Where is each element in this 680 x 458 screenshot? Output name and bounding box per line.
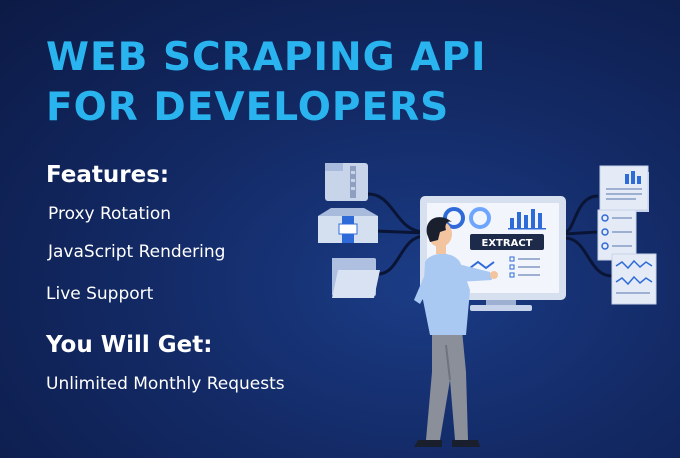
report-document-icon — [599, 165, 649, 212]
benefit-unlimited-requests: Unlimited Monthly Requests — [46, 374, 285, 394]
folder-icon — [332, 258, 380, 298]
feature-javascript-rendering: JavaScript Rendering — [48, 242, 226, 262]
feature-live-support: Live Support — [46, 284, 154, 304]
checklist-document-icon — [597, 209, 637, 261]
right-connector-lines — [564, 194, 613, 278]
developer-figure — [414, 217, 498, 447]
features-heading: Features: — [46, 162, 170, 188]
title-line-2: FOR DEVELOPERS — [46, 85, 450, 130]
feature-proxy-rotation: Proxy Rotation — [48, 204, 172, 224]
package-box-icon — [318, 208, 378, 243]
title-line-1: WEB SCRAPING API — [46, 35, 487, 80]
you-will-get-heading: You Will Get: — [46, 332, 213, 358]
left-connector-lines — [367, 192, 426, 276]
zip-folder-icon — [325, 163, 368, 201]
graph-document-icon — [611, 253, 657, 305]
extract-label: EXTRACT — [482, 238, 533, 249]
developer-illustration: EXTRACT — [318, 163, 657, 447]
